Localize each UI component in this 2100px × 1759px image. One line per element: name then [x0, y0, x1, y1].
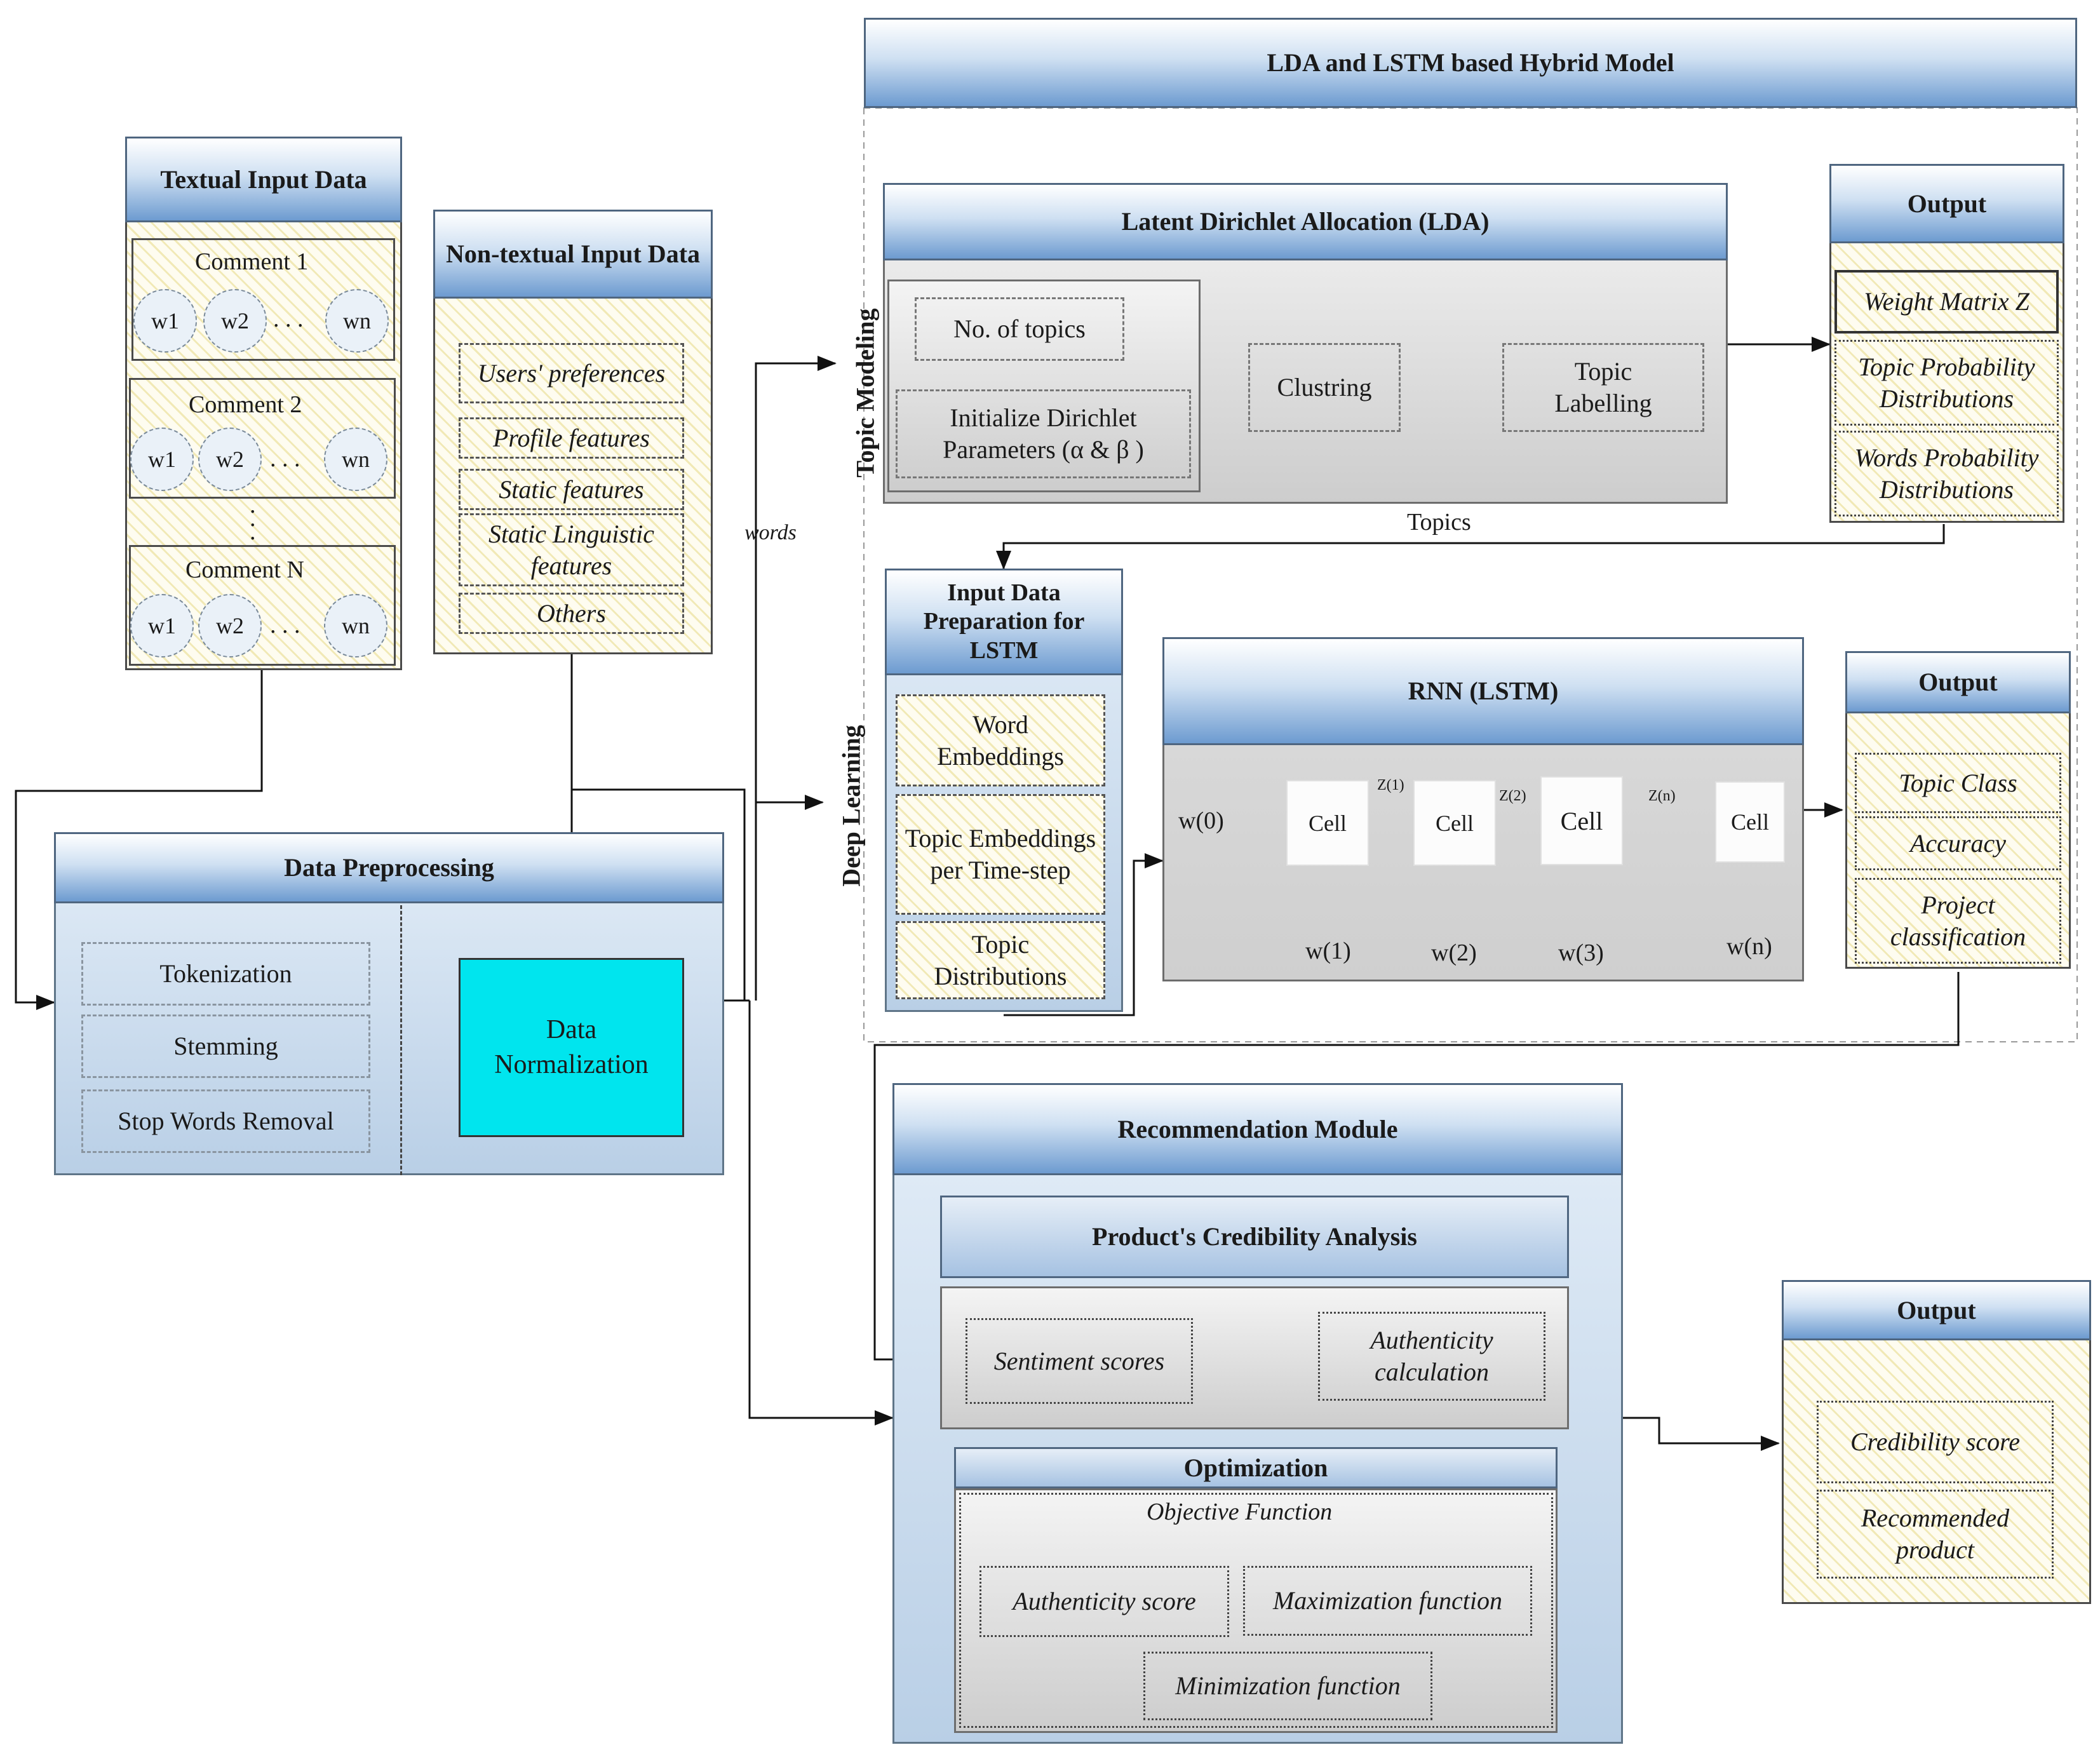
num-topics-box: No. of topics [915, 297, 1124, 361]
topic-labelling-box: Topic Labelling [1502, 343, 1704, 432]
lda-params-panel [887, 280, 1201, 492]
sentiment-scores-box: Sentiment scores [966, 1318, 1193, 1404]
rnn-title: RNN (LSTM) [1162, 637, 1804, 745]
weight-matrix-box: Weight Matrix Z [1834, 270, 2059, 334]
credibility-analysis-panel [940, 1286, 1569, 1429]
word-circle: w1 [130, 594, 194, 657]
textual-to-preprocessing-arrow [15, 670, 263, 1010]
output2-title: Output [1845, 651, 2071, 713]
credibility-analysis-title: Product's Credibility Analysis [940, 1196, 1569, 1278]
optimization-panel [954, 1488, 1558, 1733]
comment-label-2: Comment 2 [189, 391, 302, 418]
recommendation-to-output-arrow [1623, 1417, 1780, 1451]
nontextual-item-users-preferences: Users' preferences [459, 343, 684, 403]
ellipsis: . . . [270, 445, 300, 472]
output1-title: Output [1829, 164, 2064, 243]
word-circle: w2 [198, 428, 262, 491]
tokenization-step: Tokenization [81, 942, 370, 1006]
word-circle: w1 [133, 289, 197, 353]
minimization-box: Minimization function [1143, 1652, 1432, 1720]
stemming-step: Stemming [81, 1014, 370, 1078]
topics-feedback-arrow [996, 524, 1945, 570]
lstm-cell-2: Cell [1413, 780, 1496, 866]
comment-label-1: Comment 1 [195, 248, 309, 275]
word-circle: wn [325, 289, 389, 353]
word-circle: w2 [198, 594, 262, 657]
nontextual-branch-line [572, 788, 746, 1001]
output3-title: Output [1782, 1280, 2091, 1340]
objective-function-label: Objective Function [1147, 1499, 1333, 1525]
words-label: words [744, 521, 797, 544]
rnn-input-w1: w(1) [1305, 938, 1351, 964]
rnn-input-w3: w(3) [1558, 940, 1604, 966]
nontextual-item-others: Others [459, 593, 684, 634]
objective-function-frame [959, 1493, 1553, 1728]
ellipsis: . . . [273, 306, 304, 332]
maximization-box: Maximization function [1243, 1566, 1532, 1636]
word-circle: w1 [130, 428, 194, 491]
topic-modeling-label: Topic Modeling [851, 308, 880, 478]
rnn-state-zn: Z(n) [1648, 788, 1676, 804]
topics-label: Topics [1407, 509, 1471, 536]
preprocessing-divider [400, 905, 402, 1175]
topic-distributions-box: Topic Distributions [896, 921, 1105, 999]
authenticity-calc-box: Authenticity calculation [1318, 1312, 1545, 1401]
authenticity-score-box: Authenticity score [979, 1566, 1229, 1637]
rnn-input-wn: w(n) [1726, 933, 1772, 960]
clustering-box: Clustring [1248, 343, 1401, 432]
recommendation-title: Recommendation Module [892, 1083, 1623, 1175]
nontextual-input-title: Non-textual Input Data [433, 210, 713, 299]
deep-learning-label: Deep Learning [837, 725, 866, 887]
hybrid-model-boundary [863, 107, 2078, 1042]
lstm-prep-title: Input Data Preparation for LSTM [885, 569, 1123, 675]
textual-input-title: Textual Input Data [125, 137, 402, 222]
rnn-state-z2: Z(2) [1499, 788, 1526, 804]
credibility-score-box: Credibility score [1817, 1401, 2054, 1483]
init-dirichlet-box: Initialize Dirichlet Parameters (α & β ) [896, 389, 1191, 478]
rnn-input-w0: w(0) [1178, 807, 1224, 834]
nontextual-item-profile-features: Profile features [459, 417, 684, 459]
comment-label-3: Comment N [185, 556, 304, 583]
to-recommendation-arrow [748, 1001, 894, 1425]
topic-probability-box: Topic Probability Distributions [1834, 340, 2059, 426]
word-circle: w2 [203, 289, 267, 353]
topic-embeddings-box: Topic Embeddings per Time-step [896, 794, 1105, 915]
nontextual-item-static-linguistic: Static Linguistic features [459, 513, 684, 586]
stop-words-step: Stop Words Removal [81, 1089, 370, 1153]
lstm-cell-4: Cell [1715, 781, 1785, 863]
lda-title: Latent Dirichlet Allocation (LDA) [883, 183, 1728, 260]
optimization-title: Optimization [954, 1447, 1558, 1488]
rnn-state-z1: Z(1) [1377, 777, 1404, 793]
preprocessing-title: Data Preprocessing [54, 832, 724, 903]
data-normalization-box: Data Normalization [459, 958, 684, 1137]
word-embeddings-box: Word Embeddings [896, 694, 1105, 786]
topic-class-box: Topic Class [1855, 753, 2061, 813]
recommended-product-box: Recommended product [1817, 1490, 2054, 1579]
accuracy-box: Accuracy [1855, 816, 2061, 870]
to-topic-modeling-arrow [755, 356, 837, 1001]
ellipsis: . . . [270, 612, 300, 638]
lstm-cell-1: Cell [1286, 780, 1369, 866]
words-probability-box: Words Probability Distributions [1834, 431, 2059, 516]
vertical-ellipsis: ... [250, 492, 256, 545]
word-circle: wn [324, 594, 387, 657]
nontextual-item-static-features: Static features [459, 469, 684, 510]
prep-to-rnn-arrow [1004, 853, 1164, 1016]
project-classification-box: Project classification [1855, 878, 2061, 964]
rnn-input-w2: w(2) [1431, 940, 1477, 966]
lstm-cell-3: Cell [1540, 776, 1623, 865]
word-circle: wn [324, 428, 387, 491]
hybrid-model-title: LDA and LSTM based Hybrid Model [864, 18, 2077, 108]
